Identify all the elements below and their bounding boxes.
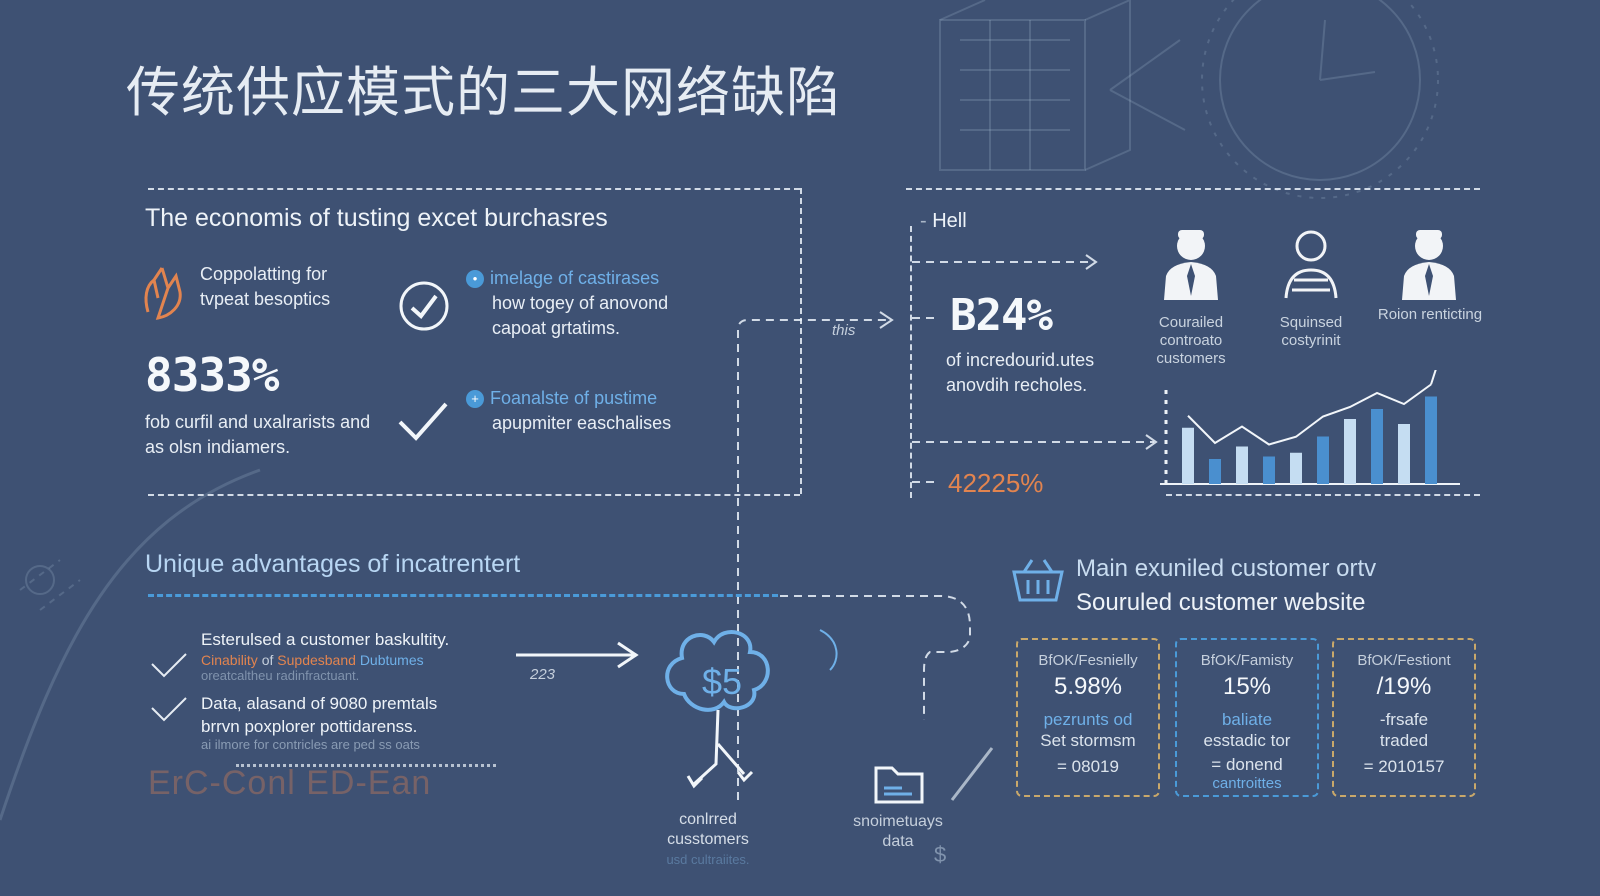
connector-label: this xyxy=(832,322,856,339)
left-bullet2: + Foanalste of pustime apupmiter easchali… xyxy=(466,386,726,436)
right-panel-arrows xyxy=(912,254,1158,483)
wavy-underline xyxy=(236,764,496,767)
left-bullet1: • imelage of castirases how togey of anov… xyxy=(466,266,726,341)
left-bullet1-title: imelage of castirases xyxy=(490,268,660,288)
left-panel-right-border xyxy=(800,188,802,494)
chart-bar-5 xyxy=(1317,436,1329,484)
hand-icon xyxy=(144,267,182,320)
left-bullet2-text: apupmiter easchalises xyxy=(492,413,672,433)
pen-stroke-icon xyxy=(950,747,994,801)
arrow-label: 223 xyxy=(530,666,556,683)
money-tree-icon: $5 xyxy=(665,630,770,789)
advantage-item1-sub2: oreatcaltheu radinfractuant. xyxy=(201,668,360,683)
checkmark-icon-small-1 xyxy=(151,653,187,678)
right-panel-left-border xyxy=(910,226,912,498)
panel-connector xyxy=(737,311,894,800)
right-panel-bottom-border xyxy=(1166,494,1480,496)
left-item1-text: Coppolatting for tvpeat besoptics xyxy=(200,264,331,309)
advantage-item1: Esterulsed a customer baskultity. Cinabi… xyxy=(201,630,449,683)
shopping-basket-icon xyxy=(1012,559,1064,602)
person-icon-1 xyxy=(1164,230,1218,300)
right-stat-value: B24% xyxy=(950,290,1053,341)
bottom-right-heading-1: Main exuniled customer ortv xyxy=(1076,555,1377,582)
chart-bar-4 xyxy=(1290,452,1302,484)
chart-bar-2 xyxy=(1236,446,1248,484)
metric-card-3: BfOK/Festiont /19% -frsafe traded = 2010… xyxy=(1332,638,1476,797)
checkmark-icon-small-2 xyxy=(151,697,187,722)
bottom-connector xyxy=(780,595,971,720)
chart-trend-line xyxy=(1187,383,1432,446)
left-bullet2-title: Foanalste of pustime xyxy=(490,388,658,408)
person-label-3: Roion renticting xyxy=(1377,306,1483,323)
bullet-dot-icon: • xyxy=(466,270,484,289)
chart-bar-1 xyxy=(1209,459,1221,484)
checkmark-icon xyxy=(398,402,448,441)
advantage-item2: Data, alasand of 9080 premtals brrvn pox… xyxy=(201,694,437,752)
person-icon-3 xyxy=(1402,230,1456,300)
left-panel-bottom-border xyxy=(148,494,800,496)
left-panel-top-border xyxy=(148,188,800,190)
right-panel-top-border xyxy=(906,188,1480,190)
faded-watermark-text: ErC-Conl ED-Ean xyxy=(148,764,432,802)
chart-bar-6 xyxy=(1344,419,1356,484)
advantages-heading: Unique advantages of incatrentert xyxy=(145,550,521,578)
advantage-item2-sub2: ai ilmore for contricles are ped ss oats xyxy=(201,737,420,752)
growth-chart xyxy=(1160,370,1460,485)
dollar-sign: $ xyxy=(934,842,947,867)
tree-label: conlrred cusstomers usd cultraiites. xyxy=(666,811,750,867)
bottom-right-heading-2: Souruled customer website xyxy=(1076,589,1366,616)
left-panel-heading: The economis of tusting excet burchasres xyxy=(145,204,608,232)
person-label-2: Squinsed costyrinit xyxy=(1279,314,1343,349)
chart-bar-9 xyxy=(1425,396,1437,484)
shield-check-icon xyxy=(399,281,449,331)
right-panel-header: - Hell xyxy=(920,210,967,232)
advantage-item1-sub: Cinability of Supdesband Dubtumes xyxy=(201,652,424,668)
metric-card-1: BfOK/Fesnielly 5.98% pezrunts od Set sto… xyxy=(1016,638,1160,797)
advantages-underline xyxy=(148,594,778,597)
chart-bar-0 xyxy=(1182,427,1194,484)
money-tree-symbol: $5 xyxy=(702,661,742,702)
left-stat-text: fob curfil and uxalrarists and as olsn i… xyxy=(145,412,371,457)
left-stat-value: 8333% xyxy=(145,348,279,402)
advantage-item2-text: Data, alasand of 9080 premtals xyxy=(201,694,438,713)
left-bullet1-text: how togey of anovond capoat grtatims. xyxy=(492,293,669,338)
chart-growth-arrow xyxy=(1430,370,1437,385)
folder-label: snoimetuays data xyxy=(853,813,943,850)
metric-card-2: BfOK/Famisty 15% baliate esstadic tor = … xyxy=(1175,638,1319,797)
person-icon-2 xyxy=(1284,230,1338,299)
bottom-right-heading: Main exuniled customer ortv Souruled cus… xyxy=(1076,552,1376,620)
chart-bar-3 xyxy=(1263,456,1275,484)
folder-icon xyxy=(874,766,924,804)
chart-bar-8 xyxy=(1398,424,1410,484)
arrow-right-icon xyxy=(516,641,639,669)
right-stat-text: of incredourid.utes anovdih recholes. xyxy=(946,350,1095,395)
page-title: 传统供应模式的三大网络缺陷 xyxy=(126,61,841,124)
chart-bar-7 xyxy=(1371,409,1383,484)
right-stat2-value: 42225% xyxy=(948,468,1044,498)
right-header-text: Hell xyxy=(932,210,967,232)
person-label-1: Courailed controato customers xyxy=(1156,314,1226,367)
plus-dot-icon: + xyxy=(466,390,484,409)
advantage-item2-sub: brrvn poxplorer pottidarenss. xyxy=(201,717,418,736)
advantage-item1-text: Esterulsed a customer baskultity. xyxy=(201,630,450,649)
